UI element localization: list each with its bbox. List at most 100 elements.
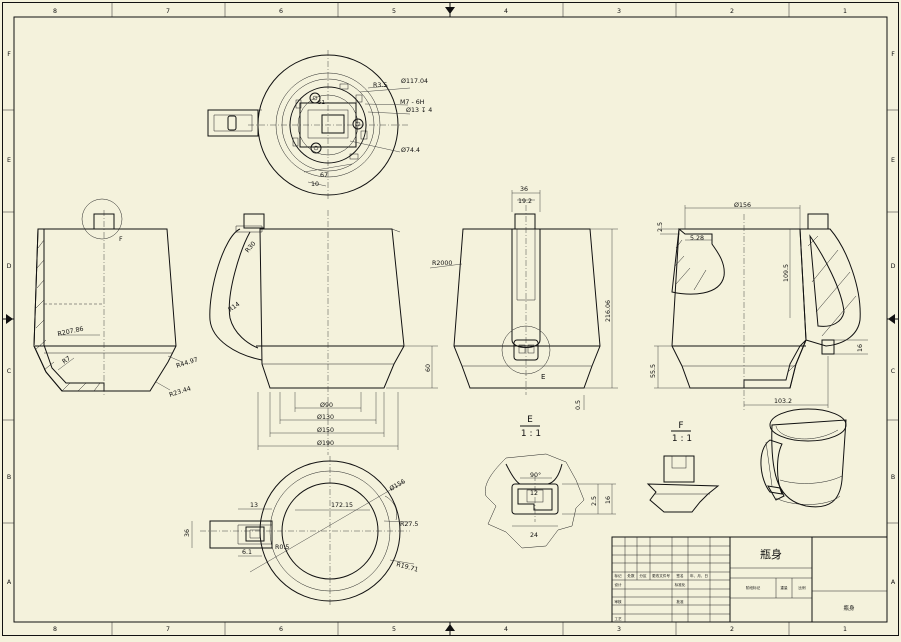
zone-col-5: 5 (392, 8, 396, 15)
title-block: 标记 处数 分区 更改文件号 签名 年、月、日 设计 审核 工艺 标准化 批准 … (611, 536, 888, 623)
detail-f: F 1 : 1 (646, 421, 720, 513)
dim-detail-e-1: 90° (530, 471, 541, 479)
zone-row-e: E (7, 157, 11, 164)
dim-front-5: Ø130 (317, 413, 334, 421)
dim-top-1: Ø117.04 (401, 77, 428, 85)
dim-side-4: 109.5 (783, 264, 790, 282)
rear-view: 36 19.2 R2000 216.06 0.5 E (429, 186, 618, 410)
detail-f-scale: 1 : 1 (672, 434, 692, 444)
dim-top-8: 10 (311, 181, 319, 188)
dim-top-2: R3.5 (373, 82, 387, 89)
dim-side-7: 103.2 (774, 398, 792, 405)
dim-top-4: Ø13 ↧ 4 (406, 106, 432, 114)
top-view: Ø117.04 R3.5 M7 - 6H Ø13 ↧ 4 Ø74.4 51 67… (207, 50, 432, 200)
zone-row-c-right: C (891, 368, 896, 375)
dim-side-6: 16 (857, 344, 864, 352)
tb-process: 工艺 (614, 616, 622, 621)
dim-side-5: 55.5 (650, 364, 657, 378)
zone-row-d-right: D (891, 263, 896, 270)
dim-bottom-2: 13 (250, 502, 258, 509)
dim-rear-3: R2000 (432, 260, 452, 267)
zone-col-6-bottom: 6 (279, 626, 283, 633)
dim-side-3: 5.28 (690, 235, 704, 242)
tb-h2: 处数 (627, 573, 635, 578)
detail-e-letter: E (527, 415, 533, 425)
zone-col-7: 7 (166, 8, 170, 15)
part-name-small: 瓶身 (843, 604, 855, 612)
tb-scale: 比例 (798, 585, 806, 590)
dim-front-6: Ø150 (317, 426, 334, 434)
detail-f-letter: F (678, 421, 683, 431)
zone-row-e-right: E (891, 157, 895, 164)
dim-bottom-4: R27.5 (400, 521, 418, 528)
dim-bottom-5: 36 (184, 529, 191, 537)
isometric-view (760, 408, 847, 508)
callout-e: E (541, 373, 545, 381)
callout-f: F (119, 236, 123, 243)
zone-col-3: 3 (617, 8, 621, 15)
dim-top-6: 51 (318, 100, 325, 106)
zone-col-7-bottom: 7 (166, 626, 170, 633)
dim-front-3: 60 (425, 364, 432, 372)
dim-side-2: 2.5 (657, 222, 664, 232)
zone-labels: 8 7 6 5 4 3 2 1 8 7 6 5 4 3 2 1 F E D C … (7, 8, 896, 633)
zone-row-c: C (7, 368, 12, 375)
tb-h6: 年、月、日 (690, 573, 708, 578)
dim-top-5: Ø74.4 (401, 146, 420, 154)
dim-detail-e-5: 24 (530, 532, 538, 539)
dim-top-7: 67 (320, 172, 328, 179)
tb-design: 设计 (614, 582, 622, 587)
dim-detail-e-4: 16 (605, 496, 612, 504)
dim-front-7: Ø190 (317, 439, 334, 447)
tb-h4: 更改文件号 (652, 573, 670, 578)
detail-e: E 1 : 1 90° 12 2.5 16 24 (484, 415, 616, 549)
dim-front-4: Ø90 (320, 401, 333, 409)
tb-material: 阶段标记 (746, 585, 761, 590)
zone-col-2-bottom: 2 (730, 626, 734, 633)
zone-col-6: 6 (279, 8, 283, 15)
dim-left-2: R7 (61, 355, 72, 366)
dim-rear-4: 216.06 (605, 300, 612, 322)
tb-approve: 批准 (676, 599, 684, 604)
part-name: 瓶身 (760, 547, 782, 561)
dim-side-1: Ø156 (734, 201, 751, 209)
zone-col-5-bottom: 5 (392, 626, 396, 633)
zone-row-f: F (7, 51, 11, 58)
tb-review: 审核 (614, 599, 622, 604)
zone-col-2: 2 (730, 8, 734, 15)
side-section-view: Ø156 2.5 5.28 109.5 55.5 16 103.2 (650, 201, 868, 410)
zone-col-1: 1 (843, 8, 847, 15)
tb-weight: 重量 (780, 585, 788, 590)
dim-detail-e-3: 2.5 (591, 496, 598, 506)
zone-row-a-right: A (891, 579, 896, 586)
section-view-left: F R207.86 R7 R44.97 R23.44 (33, 198, 199, 399)
tb-std: 标准化 (675, 582, 686, 587)
zone-col-1-bottom: 1 (843, 626, 847, 633)
tb-h1: 标记 (614, 573, 622, 578)
zone-col-3-bottom: 3 (617, 626, 621, 633)
dim-rear-1: 36 (520, 186, 528, 193)
detail-e-scale: 1 : 1 (521, 429, 541, 439)
dim-rear-5: 0.5 (575, 400, 582, 410)
bottom-view: Ø156 13 172.15 R27.5 36 6.1 R0.5 R19.71 (184, 456, 419, 606)
zone-col-4: 4 (504, 8, 508, 15)
dim-detail-e-2: 12 (530, 490, 538, 497)
zone-col-8-bottom: 8 (53, 626, 57, 633)
tb-h5: 签名 (676, 573, 684, 578)
dim-bottom-7: R0.5 (275, 544, 289, 551)
zone-row-d: D (7, 263, 12, 270)
tb-h3: 分区 (639, 573, 647, 578)
zone-row-f-right: F (891, 51, 895, 58)
dim-top-3: M7 - 6H (400, 99, 425, 106)
zone-row-b: B (7, 474, 11, 481)
zone-col-8: 8 (53, 8, 57, 15)
zone-row-a: A (7, 579, 12, 586)
dim-bottom-3: 172.15 (331, 502, 353, 509)
zone-col-4-bottom: 4 (504, 626, 508, 633)
dim-rear-2: 19.2 (518, 198, 532, 205)
zone-row-b-right: B (891, 474, 895, 481)
